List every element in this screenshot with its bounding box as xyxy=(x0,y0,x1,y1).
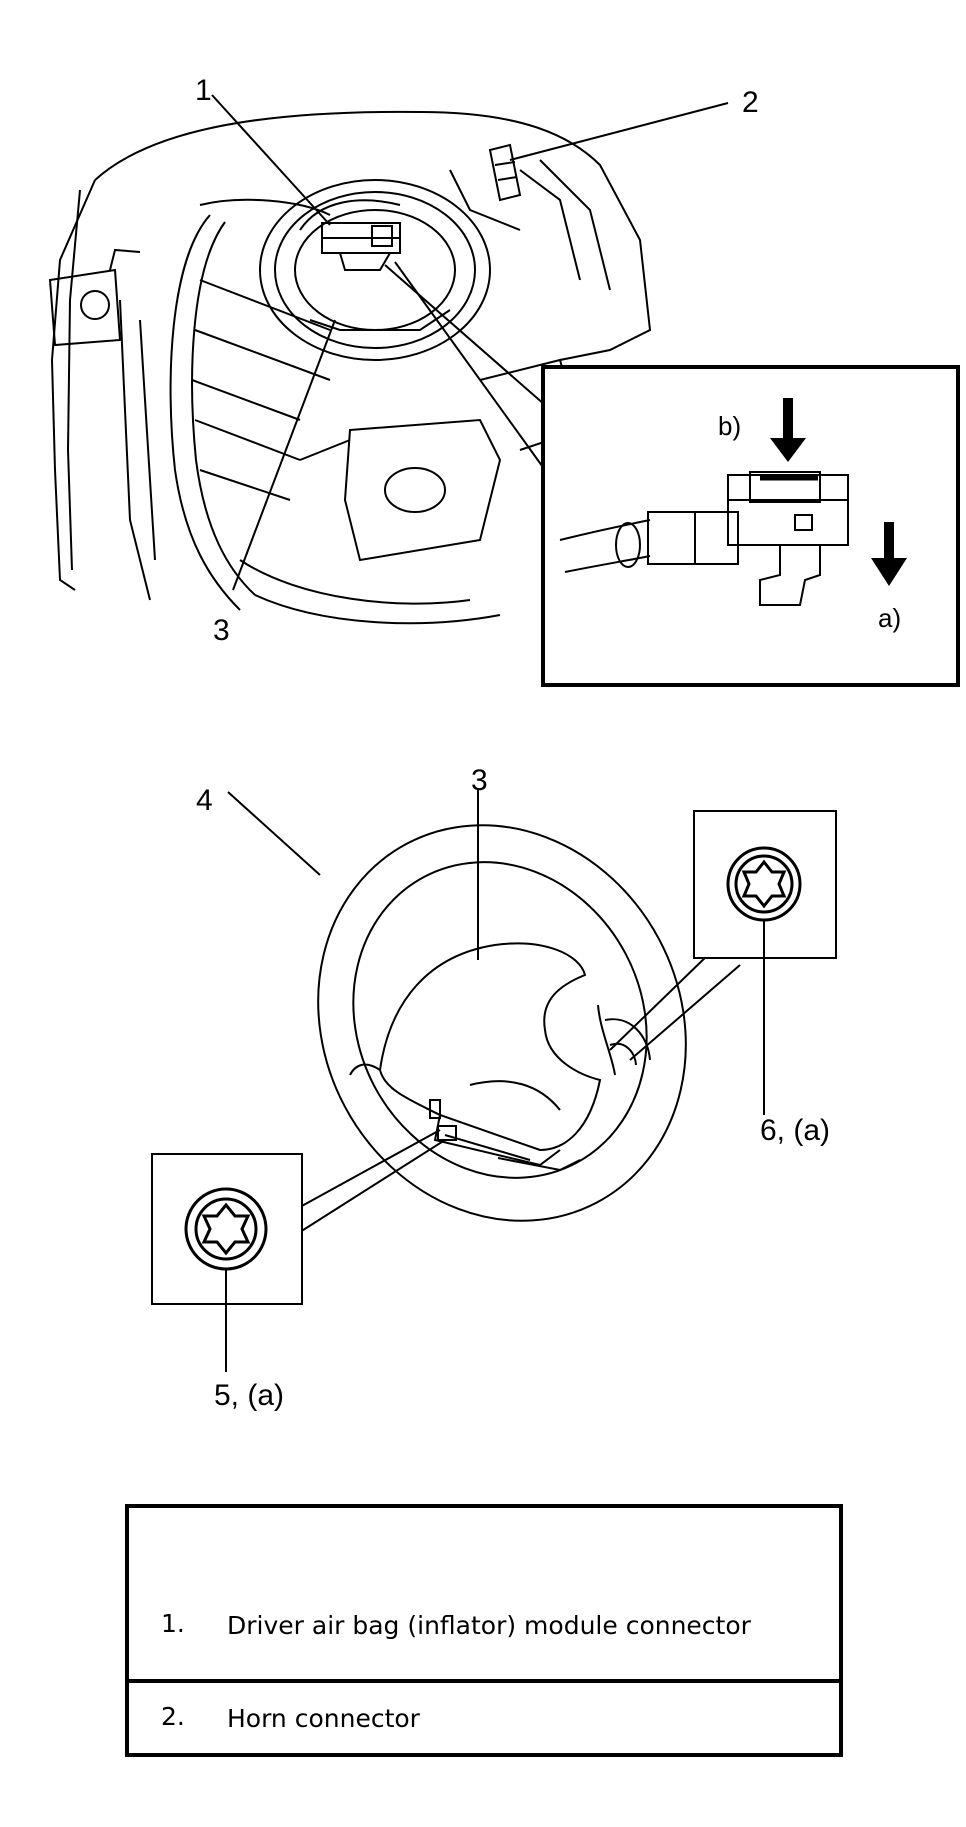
callout-1: 1 xyxy=(195,74,212,107)
callout-6: 6, (a) xyxy=(760,1114,830,1147)
legend-item-text: Horn connector xyxy=(227,1704,420,1733)
callout-5: 5, (a) xyxy=(214,1379,284,1412)
detail-label-b: b) xyxy=(718,411,741,441)
parts-legend-table: 1. Driver air bag (inflator) module conn… xyxy=(125,1504,843,1757)
callout-4: 4 xyxy=(196,784,213,817)
torx-bolt-detail-6 xyxy=(693,810,837,1115)
legend-row: 2. Horn connector xyxy=(129,1683,839,1753)
torx-bolt-detail-5 xyxy=(151,1153,303,1372)
steering-wheel-airbag-diagram: 1 2 3 b) a) xyxy=(48,74,960,1412)
callout-2: 2 xyxy=(742,86,759,119)
down-arrow-icon xyxy=(871,522,907,586)
legend-item-text: Driver air bag (inflator) module connect… xyxy=(227,1611,751,1640)
detail-label-a: a) xyxy=(878,603,901,633)
steering-wheel-illustration xyxy=(317,824,687,1222)
down-arrow-icon xyxy=(770,398,806,462)
steering-column-illustration xyxy=(48,110,652,625)
callout-3-top: 3 xyxy=(213,614,230,647)
legend-item-number: 1. xyxy=(161,1609,185,1638)
leader-lines-bottom xyxy=(227,790,741,1233)
connector-detail-inset xyxy=(541,365,960,687)
legend-item-number: 2. xyxy=(161,1702,185,1731)
legend-row: 1. Driver air bag (inflator) module conn… xyxy=(129,1508,839,1683)
leader-lines-top xyxy=(211,94,729,591)
callout-3-bottom: 3 xyxy=(471,764,488,797)
